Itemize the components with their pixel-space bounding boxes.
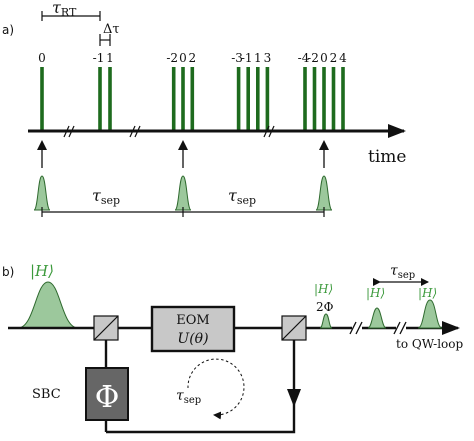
pulse-bar-3-3 — [265, 67, 270, 130]
beam-break-marks — [349, 321, 407, 335]
tau-sep-brackets — [41, 207, 325, 217]
eom-operator-label: U(θ) — [177, 331, 208, 347]
pulse-bar-2-2 — [190, 67, 195, 130]
eom-label: EOM — [176, 313, 209, 328]
pulse-bar-label-1-0: -1 — [93, 51, 105, 65]
pulse-bar-label-2-1: 0 — [179, 51, 187, 65]
panel-a-label: a) — [2, 23, 14, 37]
beam-splitter-2 — [281, 315, 307, 341]
tau-sep-label-left: τsep — [92, 186, 120, 207]
pulse-bar-4-2 — [322, 67, 326, 130]
pulse-bar-4-0 — [303, 67, 307, 130]
delta-tau-bracket — [99, 34, 111, 46]
output-pulse-1 — [319, 313, 333, 329]
sbc-phase-box — [85, 367, 129, 421]
pulse-bar-label-2-0: -2 — [166, 51, 178, 65]
pulse-bar-label-0-0: 0 — [38, 51, 46, 65]
pulse-bar-2-0 — [171, 67, 176, 130]
tau-rt-bracket — [41, 11, 101, 21]
loop-tau-label: τsep — [176, 388, 201, 406]
pulse-bar-4-4 — [341, 67, 345, 130]
eom-box — [150, 305, 236, 353]
pulse-bar-label-1-1: 1 — [106, 51, 114, 65]
feedback-loop-path — [104, 340, 296, 434]
pulse-bar-1-0 — [98, 67, 102, 130]
pulse-bar-label-4-1: -2 — [307, 51, 319, 65]
pulse-bars — [40, 67, 345, 130]
loop-time-indicator — [187, 358, 245, 420]
output-destination-label: to QW-loop — [396, 337, 464, 351]
pulse-bar-label-4-0: -4 — [298, 51, 310, 65]
output-pulse-3 — [417, 299, 443, 329]
beam-splitter-1 — [93, 315, 119, 341]
input-pulse-3 — [315, 175, 333, 211]
sbc-label: SBC — [32, 387, 61, 402]
pulse-bar-2-1 — [181, 67, 185, 130]
pulse-bar-1-1 — [108, 67, 112, 130]
pulse-bar-label-3-2: 1 — [254, 51, 262, 65]
pulse-bar-4-1 — [312, 67, 317, 130]
pulse-bar-0-0 — [40, 67, 44, 130]
pulse-bar-label-3-1: -1 — [241, 51, 253, 65]
pulse-bar-label-3-0: -3 — [231, 51, 243, 65]
panel-b-label: b) — [2, 265, 14, 279]
tau-rt-label: τRT — [52, 0, 77, 19]
time-axis-label: time — [368, 147, 406, 167]
input-gaussian-pulse — [17, 281, 79, 329]
tau-sep-top-label: τsep — [390, 263, 415, 281]
output-ket-1: |H⟩ — [314, 282, 333, 296]
pulse-bar-label-3-3: 3 — [264, 51, 272, 65]
output-ket-3: |H⟩ — [418, 286, 437, 300]
injection-arrows — [37, 140, 329, 168]
input-pulse-2 — [174, 175, 192, 211]
pulse-bar-label-4-4: 4 — [339, 51, 347, 65]
output-ket-2: |H⟩ — [366, 286, 385, 300]
phi-symbol: Φ — [95, 380, 120, 415]
output-phase-2phi: 2Φ — [316, 300, 334, 314]
input-pulse-1 — [33, 175, 51, 211]
output-pulse-2 — [367, 307, 387, 329]
axis-break-marks — [63, 125, 275, 138]
pulse-bar-label-4-3: 2 — [330, 51, 338, 65]
tau-sep-label-right: τsep — [228, 186, 256, 207]
pulse-bar-3-2 — [256, 67, 260, 130]
pulse-bar-3-1 — [246, 67, 250, 130]
delta-tau-label: Δτ — [103, 22, 120, 37]
pulse-bar-4-3 — [331, 67, 336, 130]
input-ket-label: |H⟩ — [30, 262, 54, 280]
input-pulses — [33, 175, 333, 211]
pulse-bar-label-2-2: 2 — [188, 51, 196, 65]
pulse-bar-3-0 — [236, 67, 241, 130]
pulse-bar-label-4-2: 0 — [320, 51, 328, 65]
